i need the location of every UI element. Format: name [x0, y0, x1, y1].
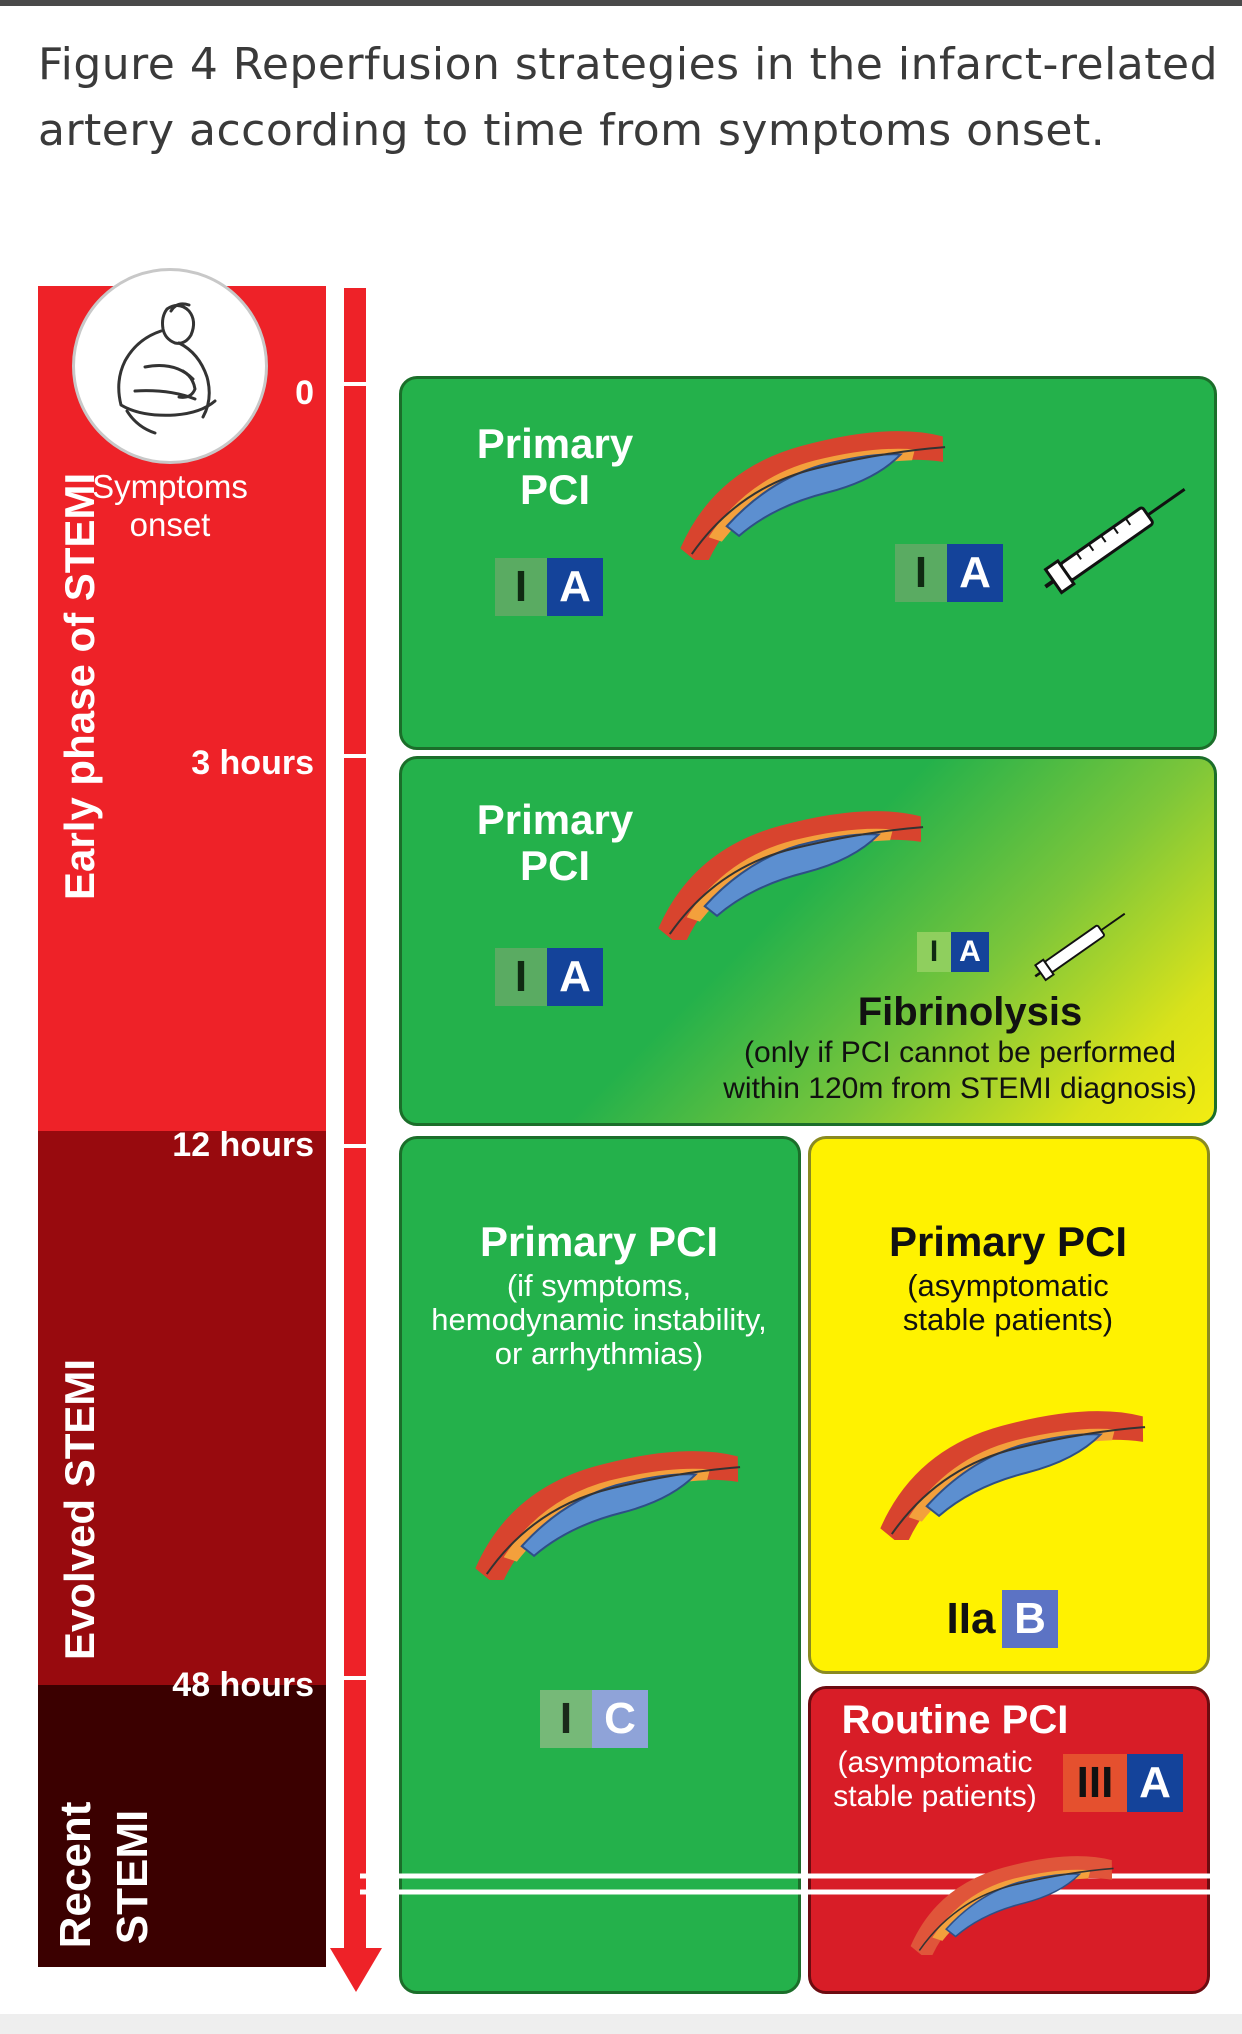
symptoms-onset-line2: onset	[129, 506, 211, 543]
tick-48-hours: 48 hours	[172, 1666, 314, 1704]
panel3-sub-3: or arrhythmias)	[494, 1336, 704, 1371]
phase-early-label: Early phase of STEMI	[56, 472, 103, 900]
panel4-title: Primary PCI	[888, 1218, 1128, 1265]
panel3-sub-2: hemodynamic instability,	[431, 1302, 767, 1337]
bottom-band	[0, 2014, 1242, 2034]
panel2-fibrinolysis-note-2: within 120m from STEMI diagnosis)	[723, 1072, 1197, 1105]
stent-artery-icon	[475, 1451, 741, 1580]
panel2-pci-badge: I A	[495, 948, 603, 1006]
top-rule	[0, 0, 1242, 6]
panel-primary-pci-12-48h-symptomatic	[399, 1136, 801, 1994]
recommendation-class: I	[495, 948, 547, 1006]
panel1-title-line2: PCI	[519, 466, 590, 513]
figure-caption: Figure 4 Reperfusion strategies in the i…	[38, 39, 1219, 156]
patient-icon	[72, 268, 268, 464]
panel5-sub-1: (asymptomatic	[837, 1746, 1033, 1779]
panel3-sub-1: (if symptoms,	[506, 1268, 692, 1303]
evidence-level: A	[547, 948, 603, 1006]
panel2-fibrinolysis-note-1: (only if PCI cannot be performed	[744, 1036, 1176, 1069]
phase-recent-label-2: STEMI	[108, 1809, 157, 1945]
panel2-title-line2: PCI	[519, 842, 590, 889]
syringe-icon	[1043, 488, 1186, 595]
panel5-title: Routine PCI	[841, 1698, 1069, 1742]
evidence-level: B	[1002, 1590, 1058, 1648]
evidence-level: A	[1127, 1754, 1183, 1812]
evidence-level: A	[951, 932, 989, 972]
phase-evolved-label: Evolved STEMI	[56, 1358, 103, 1660]
stent-artery-icon	[910, 1856, 1114, 1955]
panel4-badge: IIa B	[940, 1590, 1058, 1648]
panel1-title-line1: Primary	[476, 420, 634, 467]
syringe-icon	[1033, 912, 1126, 982]
panel-primary-pci-12-48h-asymptomatic	[808, 1136, 1210, 1674]
recommendation-class: I	[895, 544, 947, 602]
tick-0: 0	[295, 374, 314, 412]
tick-3-hours: 3 hours	[191, 744, 314, 782]
panel1-fibrinolysis-badge: I A	[895, 544, 1003, 602]
evidence-level: A	[947, 544, 1003, 602]
panel3-badge: I C	[540, 1690, 648, 1748]
symptoms-onset-line1: Symptoms	[92, 468, 248, 505]
stent-artery-icon	[680, 431, 946, 560]
recommendation-class: I	[495, 558, 547, 616]
recommendation-class: I	[917, 932, 951, 972]
timeline-arrow	[330, 288, 382, 1992]
panel2-fibrinolysis-title: Fibrinolysis	[857, 990, 1083, 1034]
panel3-title: Primary PCI	[479, 1218, 719, 1265]
panel1-pci-badge: I A	[495, 558, 603, 616]
phase-recent	[38, 1685, 326, 1967]
recommendation-class: I	[540, 1690, 592, 1748]
stent-artery-icon	[880, 1411, 1146, 1540]
evidence-level: C	[592, 1690, 648, 1748]
recommendation-class: III	[1063, 1754, 1127, 1812]
stent-artery-icon	[658, 811, 924, 940]
panel4-sub-1: (asymptomatic	[907, 1268, 1109, 1303]
panel5-sub-2: stable patients)	[833, 1780, 1037, 1813]
evidence-level: A	[547, 558, 603, 616]
panel2-fibrinolysis-badge: I A	[917, 932, 989, 972]
panel2-title-line1: Primary	[476, 796, 634, 843]
panel5-badge: III A	[1063, 1754, 1183, 1812]
tick-12-hours: 12 hours	[172, 1126, 314, 1164]
recommendation-class: IIa	[946, 1594, 996, 1643]
panel-routine-pci-after-48h	[808, 1686, 1210, 1994]
phase-recent-label-1: Recent	[51, 1801, 100, 1949]
phase-evolved	[38, 1131, 326, 1685]
panel4-sub-2: stable patients)	[902, 1302, 1114, 1337]
